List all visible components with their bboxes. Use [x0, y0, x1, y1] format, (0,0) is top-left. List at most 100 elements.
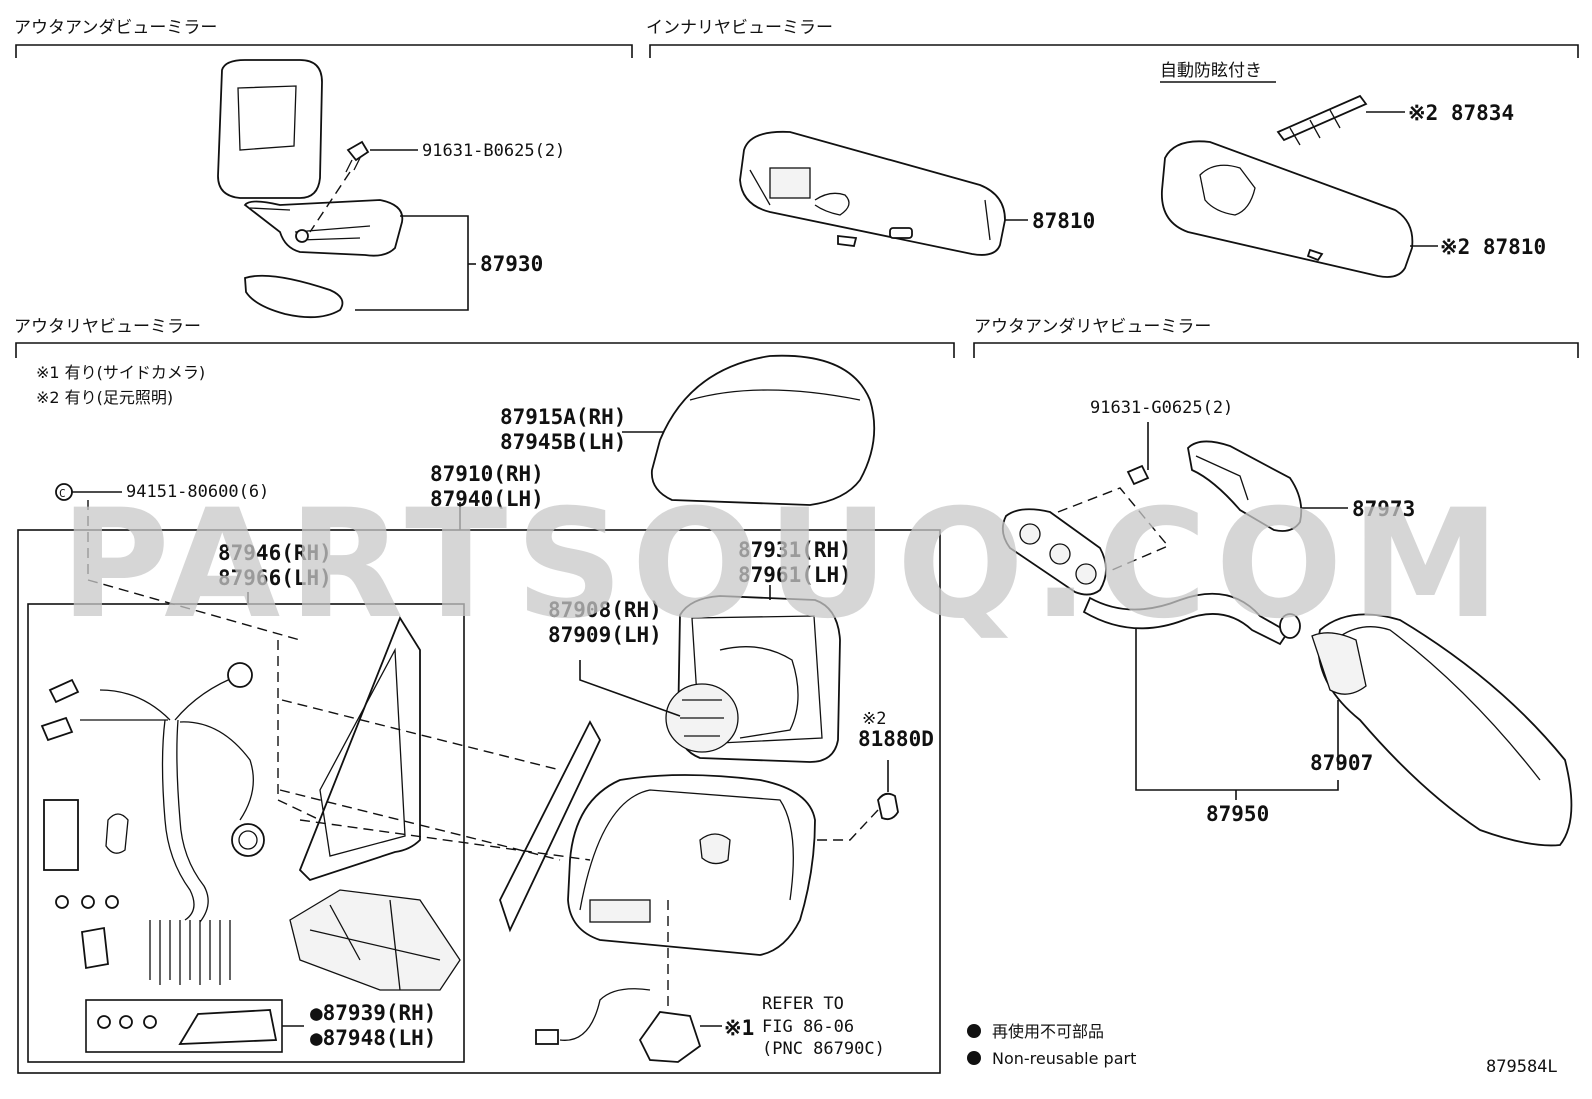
watermark: PARTSOUQ.COM	[60, 478, 1508, 652]
under-mirror-cover-edge	[1195, 455, 1249, 501]
screw-icon: C	[59, 487, 66, 500]
harness-connector-round-inner	[238, 830, 258, 850]
harness-pins	[149, 920, 231, 985]
inner-mirror-mount	[769, 167, 811, 199]
under-mirror-inner-glass	[237, 85, 297, 151]
part-label-87939: ●87939(RH)	[310, 1001, 436, 1025]
screw-small-2	[81, 895, 95, 909]
part-label-87973: 87973	[1352, 497, 1415, 521]
mirror-cover-illustration: 87915A(RH) 87945B(LH)	[500, 354, 876, 506]
screw-small-3	[105, 895, 119, 909]
legend-dot-icon	[967, 1051, 981, 1065]
assembly-dash-4	[279, 789, 561, 861]
side-camera	[638, 1011, 702, 1063]
part-label-87961: 87961(LH)	[738, 563, 852, 587]
section-outer-rear-view: アウタリヤビューミラー	[14, 317, 955, 358]
leader-87908	[579, 660, 681, 717]
part-label-87950: 87950	[1206, 802, 1269, 826]
part-label-87834: ※2 87834	[1408, 101, 1514, 125]
part-label-94151: 94151-80600(6)	[126, 482, 269, 502]
under-mirror-cover-87973	[1187, 440, 1303, 532]
outer-rear-view-notes: ※1 有り(サイドカメラ) ※2 有り(足元照明)	[36, 363, 205, 407]
outer-mirror-assembly: 87910(RH) 87940(LH) C 94151-80600(6) 879…	[17, 462, 941, 1074]
section-bracket	[973, 342, 1579, 358]
inner-box-87946	[27, 603, 465, 1063]
section-title-inner-rear-view: インナリヤビューミラー	[646, 18, 833, 38]
harness-pad	[43, 799, 79, 871]
mirror-bracket-inner	[319, 647, 406, 857]
screw-dash-line	[309, 171, 351, 233]
part-label-87909: 87909(LH)	[548, 623, 662, 647]
legend-en: Non-reusable part	[992, 1049, 1136, 1068]
legend: 再使用不可部品 Non-reusable part	[967, 1022, 1136, 1068]
foot-light-dash	[812, 809, 879, 841]
mount-hole-3	[1075, 563, 1097, 585]
screw-g0625-dash	[1057, 487, 1170, 571]
mount-hole-1	[1019, 523, 1041, 545]
part-label-87946: 87946(RH)	[218, 541, 332, 565]
screw-91631-g0625	[1126, 464, 1150, 486]
note-foot-light: ※2 有り(足元照明)	[36, 388, 173, 407]
inner-mirror-body	[739, 130, 1006, 256]
outer-under-view-mirror-illustration: 91631-B0625(2) 87930	[217, 59, 565, 319]
part-label-87945b: 87945B(LH)	[500, 430, 626, 454]
under-mirror-cover	[244, 274, 344, 319]
screw-94151-dash	[87, 500, 301, 641]
auto-antiglare-stem	[1199, 164, 1256, 216]
diagram-code: 879584L	[1486, 1057, 1558, 1077]
under-mirror-head-87907	[1317, 613, 1573, 847]
legend-dot-icon	[967, 1024, 981, 1038]
refer-line-2: FIG 86-06	[762, 1017, 854, 1037]
part-mark-camera: ※1	[724, 1016, 754, 1040]
legend-jp: 再使用不可部品	[992, 1022, 1104, 1041]
auto-antiglare-mirror-body	[1161, 140, 1414, 278]
under-mirror-bracket	[243, 199, 404, 257]
section-bracket	[15, 342, 955, 358]
part-mark-81880d: ※2	[862, 709, 886, 729]
mirror-housing-inner	[579, 789, 794, 911]
part-label-87810-a: 87810	[1032, 209, 1095, 233]
harness-connector-b	[40, 716, 74, 742]
mirror-housing-actuator	[699, 833, 731, 865]
assembly-dash-3	[299, 819, 591, 861]
auto-antiglare-sensor	[1306, 248, 1324, 262]
part-label-87910: 87910(RH)	[430, 462, 544, 486]
section-inner-rear-view: インナリヤビューミラー	[646, 18, 1579, 58]
power-motor-unit	[289, 889, 461, 991]
section-outer-under-view: アウタアンダビューミラー	[14, 18, 633, 58]
outer-under-rear-view-illustration: 91631-G0625(2) 87973 87907 87950	[1001, 398, 1573, 847]
mirror-housing	[567, 774, 816, 956]
wire-harness-outline	[176, 719, 209, 923]
harness-branches	[80, 674, 254, 821]
section-title-outer-rear-view: アウタリヤビューミラー	[14, 317, 201, 337]
inner-rear-view-mirror-illustration: 87810 自動防眩付き ※2 87834 ※2 87810	[739, 61, 1546, 278]
inner-mirror-sensor	[889, 227, 913, 239]
mirror-cover-edge	[689, 389, 861, 401]
part-label-87908: 87908(RH)	[548, 598, 662, 622]
sub-box-cover	[178, 1009, 278, 1045]
harness-connector-a	[48, 678, 80, 704]
screw-91631-b0625	[346, 140, 370, 162]
harness-grommet	[227, 662, 253, 688]
wire-harness-detail	[1289, 109, 1341, 146]
part-label-87940: 87940(LH)	[430, 487, 544, 511]
mirror-bracket	[298, 616, 421, 882]
part-label-87810-b: ※2 87810	[1440, 235, 1546, 259]
inner-mirror-edge	[749, 169, 991, 241]
mirror-glass-heater	[719, 646, 799, 739]
assembly-dash-2	[281, 699, 561, 771]
assembly-dash-1	[277, 640, 321, 821]
under-mirror-arm	[1082, 592, 1290, 646]
inner-mirror-clip	[837, 234, 858, 247]
under-mirror-bracket-detail	[249, 207, 371, 241]
under-mirror-glass	[217, 59, 323, 199]
part-label-87930: 87930	[480, 252, 543, 276]
wire-harness	[161, 719, 195, 921]
part-label-81880d: 81880D	[858, 727, 934, 751]
part-label-87966: 87966(LH)	[218, 566, 332, 590]
inner-mirror-stem	[814, 192, 850, 216]
mirror-base-arm	[499, 720, 602, 933]
mirror-housing-motor	[589, 899, 651, 923]
part-label-87948: ●87948(LH)	[310, 1026, 436, 1050]
sub-label-auto-antiglare: 自動防眩付き	[1160, 61, 1262, 81]
